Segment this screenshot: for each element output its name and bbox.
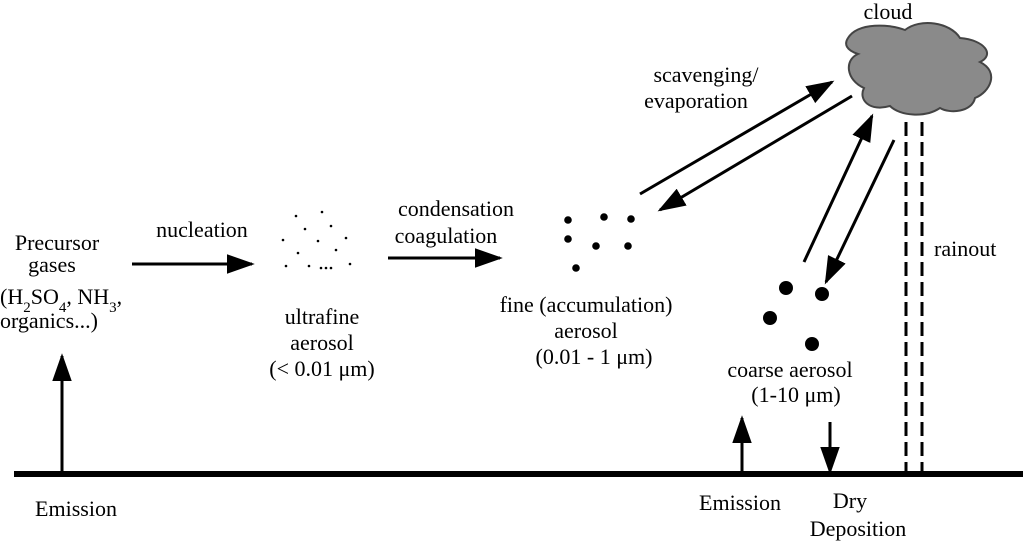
coagulation-label: coagulation — [395, 223, 498, 248]
precursor-label-line1: Precursor — [15, 230, 100, 255]
dry-label: Dry — [833, 488, 867, 513]
evaporation-arrow-down — [657, 94, 853, 212]
coarse-particles — [763, 281, 829, 351]
fine-label-line2: aerosol — [554, 318, 618, 343]
emission-label-left: Emission — [35, 496, 117, 521]
evaporation-label: evaporation — [644, 88, 748, 113]
precursor-label-line2: gases — [28, 252, 76, 277]
ultrafine-particles — [281, 210, 352, 270]
fine-particles — [564, 213, 635, 272]
ultrafine-label-line3: (< 0.01 μm) — [269, 356, 374, 381]
coarse-label-line1: coarse aerosol — [727, 357, 852, 382]
ultrafine-label-line2: aerosol — [290, 330, 354, 355]
rainout-label: rainout — [934, 236, 996, 261]
emission-label-right: Emission — [699, 490, 781, 515]
scavenging-arrow-up — [639, 80, 835, 196]
cloud-label: cloud — [864, 0, 913, 24]
condensation-label: condensation — [398, 196, 514, 221]
fine-label-line1: fine (accumulation) — [500, 292, 673, 317]
cloud-to-coarse-arrow — [824, 139, 896, 285]
ultrafine-label-line1: ultrafine — [285, 304, 360, 329]
nucleation-label: nucleation — [156, 217, 248, 242]
coarse-label-line2: (1-10 μm) — [751, 382, 840, 407]
fine-label-line3: (0.01 - 1 μm) — [536, 344, 653, 369]
coarse-to-cloud-arrow — [802, 113, 874, 263]
cloud-shape — [845, 22, 993, 116]
precursor-label-line3: (H2SO4, NH3, — [0, 284, 122, 316]
scavenging-label: scavenging/ — [653, 62, 759, 87]
deposition-label: Deposition — [810, 516, 907, 541]
precursor-label-line4: organics...) — [0, 308, 98, 333]
